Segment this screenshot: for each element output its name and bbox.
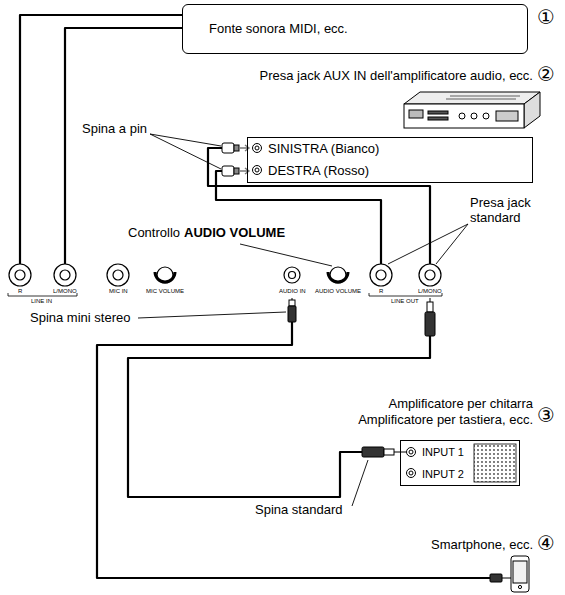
- label: Presa jack standard: [470, 196, 558, 226]
- label: Controllo: [128, 226, 180, 241]
- label: Amplificatore per tastiera, ecc.: [358, 413, 533, 428]
- node-text: INPUT 1: [422, 441, 519, 463]
- source-box: Fonte sonora MIDI, ecc.: [182, 4, 528, 54]
- jack-name: AUDIO VOLUME: [315, 288, 361, 295]
- label: AUDIO VOLUME: [184, 226, 285, 241]
- cable: [20, 15, 182, 264]
- jack-name: MIC IN: [109, 288, 128, 295]
- jack-name: LINE OUT: [391, 298, 419, 305]
- input-sockets: [253, 144, 416, 478]
- jack-name: LINE IN: [31, 298, 52, 305]
- jack-name: AUDIO IN: [279, 288, 306, 295]
- callout-number: ①: [537, 6, 555, 29]
- volume-knobs: [155, 267, 348, 283]
- jack-name: MIC VOLUME: [146, 288, 184, 295]
- label: Spina mini stereo: [30, 311, 130, 326]
- node-text: SINISTRA (Bianco): [268, 138, 532, 160]
- cable: [65, 28, 182, 264]
- jack-sockets: [9, 264, 441, 286]
- smartphone-illustration: [511, 556, 529, 592]
- audio-amplifier-illustration: [404, 92, 540, 128]
- aux-input-box: SINISTRA (Bianco)DESTRA (Rosso): [247, 137, 533, 183]
- amplifier-box: INPUT 1INPUT 2: [400, 440, 520, 486]
- cable: [216, 171, 381, 264]
- speaker-grille: [474, 444, 516, 482]
- callout-number: ③: [537, 404, 555, 427]
- node-text: INPUT 2: [422, 463, 519, 485]
- label: Amplificatore per chitarra: [389, 397, 534, 412]
- jack-name: R: [379, 288, 383, 295]
- jack-name: L/MONO: [418, 288, 442, 295]
- jack-name: L/MONO: [53, 288, 77, 295]
- node-text: DESTRA (Rosso): [268, 160, 532, 182]
- label: Smartphone, ecc.: [431, 538, 533, 553]
- callout-number: ②: [537, 63, 555, 86]
- label: Spina a pin: [82, 122, 147, 137]
- label: Presa jack AUX IN dell'amplificatore aud…: [260, 69, 533, 84]
- leader-lines: [138, 134, 468, 506]
- node-text: Fonte sonora MIDI, ecc.: [209, 5, 527, 53]
- jack-panel: [8, 264, 442, 296]
- callout-number: ④: [537, 532, 555, 555]
- jack-name: R: [18, 288, 22, 295]
- label: Spina standard: [255, 503, 342, 518]
- plugs: [222, 143, 511, 582]
